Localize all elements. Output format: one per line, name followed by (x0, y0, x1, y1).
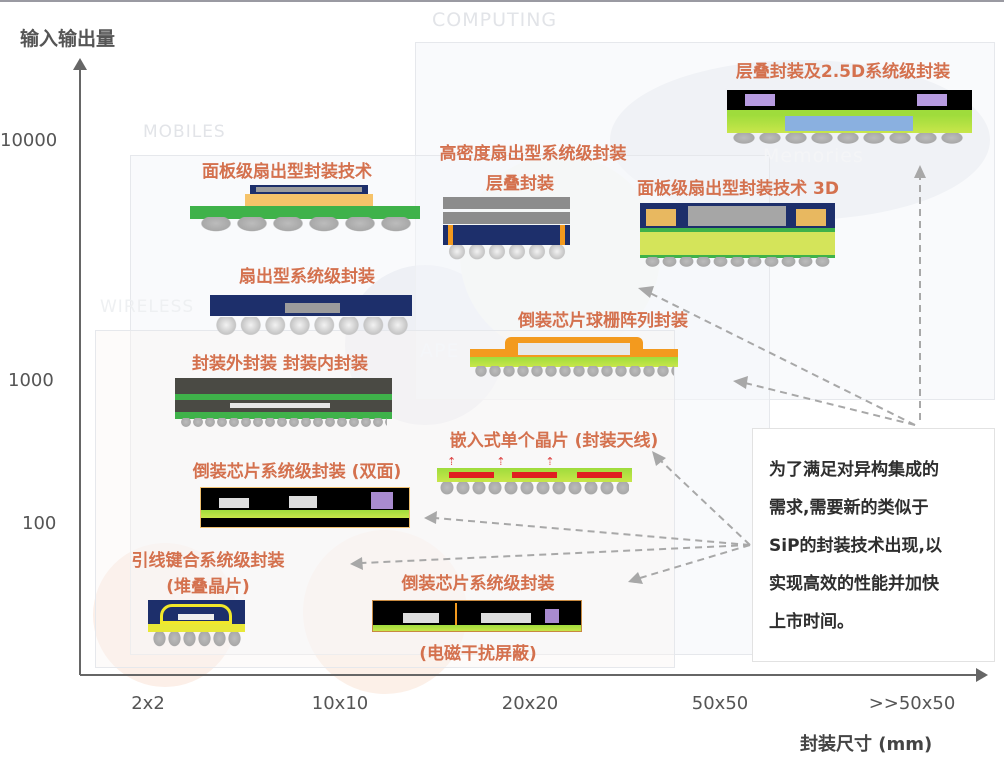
label-hd-fanout: 高密度扇出型系统级封装 (439, 144, 627, 164)
x-axis-title: 封装尺寸 (mm) (800, 734, 933, 755)
dashed-arrows (361, 175, 921, 579)
top-border (0, 0, 1004, 2)
x-tick-gt50x50: >>50x50 (868, 693, 956, 714)
note-line: 上市时间。 (769, 612, 854, 632)
note-line: 需求,需要新的类似于 (769, 498, 929, 518)
wireless-label: WIRELESS (100, 297, 195, 317)
computing-label: COMPUTING (432, 9, 558, 31)
label-pop-25d: 层叠封装及2.5D系统级封装 (735, 62, 951, 82)
x-tick-20x20: 20x20 (501, 693, 559, 714)
fcbga-package-image (470, 337, 678, 378)
embedded-die-package-image: ⇡⇡⇡ (437, 455, 632, 496)
y-axis-title: 输入输出量 (20, 28, 116, 50)
label-fcbga: 倒装芯片球栅阵列封装 (518, 311, 688, 331)
flipchip-sip-emi-package-image (372, 600, 582, 632)
ape-label: APE (420, 340, 460, 362)
flipchip-sip-double-package-image (200, 487, 410, 528)
arrow-heads (350, 165, 926, 584)
y-tick-100: 100 (22, 513, 57, 534)
panel-fanout-package-image (190, 185, 420, 240)
fanout-sip-package-image (210, 295, 412, 337)
y-tick-1000: 1000 (8, 370, 54, 391)
label-flipchip-sip-emi-sub: (电磁干扰屏蔽) (419, 644, 537, 664)
memories-label: Memories (763, 145, 864, 167)
label-fanout-sip: 扇出型系统级封装 (239, 267, 375, 287)
x-axis-arrow-icon (976, 668, 988, 682)
antenna-icons: ⇡⇡⇡ (447, 455, 595, 468)
label-embedded-die: 嵌入式单个晶片 (封装天线) (449, 431, 659, 451)
hd-fanout-pop-package-image (443, 197, 570, 262)
label-panel-fanout: 面板级扇出型封装技术 (202, 162, 372, 182)
x-tick-50x50: 50x50 (691, 693, 749, 714)
y-tick-10000: 10000 (0, 130, 58, 151)
note-line: 为了满足对异构集成的 (769, 460, 939, 480)
label-wirebond-sip-sub: (堆叠晶片) (166, 577, 250, 597)
note-line: 实现高效的性能并加快 (769, 574, 939, 594)
pop-pip-package-image (175, 378, 392, 428)
x-tick-10x10: 10x10 (311, 693, 369, 714)
pop-25d-package-image (727, 90, 972, 145)
label-wirebond-sip: 引线键合系统级封装 (131, 551, 285, 571)
label-flipchip-sip-emi: 倒装芯片系统级封装 (401, 574, 555, 594)
wirebond-sip-package-image (148, 600, 245, 648)
label-hd-fanout-sub: 层叠封装 (486, 174, 554, 194)
sip-explanation-note: 为了满足对异构集成的 需求,需要新的类似于 SiP的封装技术出现,以 实现高效的… (752, 428, 995, 662)
label-panel-fanout-3d: 面板级扇出型封装技术 3D (637, 179, 839, 199)
mobiles-label: MOBILES (143, 122, 226, 142)
x-tick-2x2: 2x2 (131, 693, 165, 714)
label-pop-pip: 封装外封装 封装内封装 (192, 354, 368, 374)
note-line: SiP的封装技术出现,以 (769, 536, 942, 556)
panel-fanout-3d-package-image (640, 203, 835, 268)
label-flipchip-sip-double: 倒装芯片系统级封装 (双面) (192, 462, 402, 482)
y-axis-arrow-icon (73, 58, 87, 70)
